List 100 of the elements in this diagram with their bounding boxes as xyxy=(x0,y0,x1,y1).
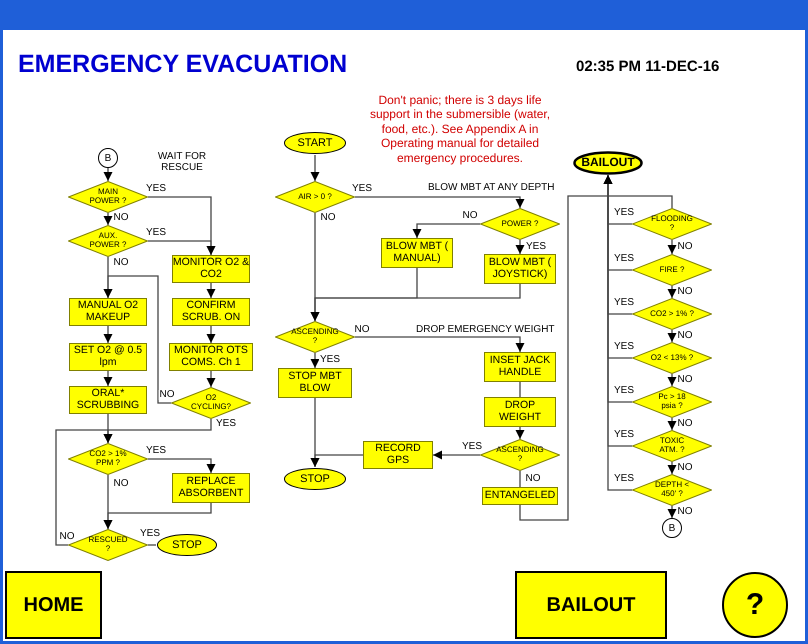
decision-diamond: CO2 > 1% ? xyxy=(632,298,712,330)
edge-label: YES xyxy=(613,342,635,352)
arrow xyxy=(412,223,480,238)
edge-label: NO xyxy=(112,213,130,223)
decision-diamond: AUX. POWER ? xyxy=(68,225,148,257)
arrow xyxy=(103,168,113,181)
process-box: INSET JACK HANDLE xyxy=(484,352,556,382)
help-button: ? xyxy=(722,572,788,638)
arrow xyxy=(667,286,677,298)
date-time: 02:35 PM 11-DEC-16 xyxy=(576,58,720,75)
arrow xyxy=(355,336,525,352)
decision-diamond: ASCENDING ? xyxy=(275,321,355,353)
process-box: MONITOR O2 & CO2 xyxy=(172,255,250,283)
edge-label: YES xyxy=(613,298,635,308)
process-box: ENTANGELED xyxy=(482,487,558,505)
edge-label: NO xyxy=(676,375,694,385)
arrow xyxy=(667,418,677,430)
edge-label: YES xyxy=(351,184,373,194)
arrow xyxy=(667,374,677,386)
decision-diamond: CO2 > 1% PPM ? xyxy=(68,443,148,475)
decision-diamond: Pc > 18 psia ? xyxy=(632,386,712,418)
process-box: CONFIRM SCRUB. ON xyxy=(172,298,250,326)
decision-diamond: POWER ? xyxy=(480,208,560,240)
arrow xyxy=(667,506,677,518)
edge-label: NO xyxy=(462,211,478,221)
arrow xyxy=(103,213,113,225)
edge-label: NO xyxy=(354,325,370,335)
edge-label: YES xyxy=(613,208,635,218)
terminal-oval: STOP xyxy=(283,467,347,491)
edge-label: NO xyxy=(676,507,694,517)
process-box: REPLACE ABSORBENT xyxy=(172,473,250,503)
arrow xyxy=(667,330,677,342)
arrow xyxy=(103,326,113,343)
process-box: RECORD GPS xyxy=(363,441,433,469)
edge-label: YES xyxy=(145,446,167,456)
arrow xyxy=(103,503,212,529)
arrow xyxy=(310,155,320,181)
arrow xyxy=(667,462,677,474)
edge-label: NO xyxy=(676,463,694,473)
edge-label: NO xyxy=(676,419,694,429)
edge-label: YES xyxy=(215,419,237,429)
process-box: MANUAL O2 MAKEUP xyxy=(69,298,147,326)
arrow xyxy=(148,458,216,473)
connector-line xyxy=(519,471,521,487)
arrow xyxy=(310,398,320,467)
process-box: ORAL* SCRUBBING xyxy=(69,386,147,414)
decision-diamond: FIRE ? xyxy=(632,254,712,286)
arrow xyxy=(148,240,216,255)
decision-diamond: ASCENDING ? xyxy=(480,439,560,471)
page-title: EMERGENCY EVACUATION xyxy=(18,50,348,79)
process-box: BLOW MBT ( MANUAL) xyxy=(381,238,453,268)
arrow xyxy=(206,326,216,343)
decision-diamond: MAIN POWER ? xyxy=(68,181,148,213)
note: Don't panic; there is 3 days life support in the submersible (water, food, etc.). See Appendix A in Operating manual for detailed emergency procedures. xyxy=(368,93,552,165)
arrow xyxy=(355,196,525,208)
edge-label: YES xyxy=(319,355,341,365)
section-heading: WAIT FOR RESCUE xyxy=(156,151,208,173)
process-box: DROP WEIGHT xyxy=(484,397,556,427)
arrow xyxy=(206,283,216,298)
edge-label: YES xyxy=(525,242,547,252)
edge-label: NO xyxy=(58,532,76,542)
edge-label: NO xyxy=(676,287,694,297)
process-box: BLOW MBT ( JOYSTICK) xyxy=(484,254,556,284)
decision-diamond: TOXIC ATM. ? xyxy=(632,430,712,462)
connector-line xyxy=(519,382,521,397)
edge-label: NO xyxy=(112,479,130,489)
decision-diamond: FLOODING ? xyxy=(632,208,712,240)
arrow xyxy=(310,353,320,368)
edge-label: NO xyxy=(158,390,176,400)
process-box: STOP MBT BLOW xyxy=(278,368,352,398)
process-box: MONITOR OTS COMS. Ch 1 xyxy=(169,343,253,371)
decision-diamond: DEPTH < 450' ? xyxy=(632,474,712,506)
edge-label: YES xyxy=(613,430,635,440)
edge-label: YES xyxy=(613,254,635,264)
arrow xyxy=(103,371,113,386)
edge-label: YES xyxy=(613,474,635,484)
connector-circle: B xyxy=(662,518,682,538)
arrow xyxy=(310,284,521,321)
arrow xyxy=(103,275,171,404)
bailout-button: BAILOUT xyxy=(515,571,667,639)
edge-label: YES xyxy=(139,529,161,539)
arrow xyxy=(667,240,677,254)
home-button: HOME xyxy=(5,571,102,639)
connector-line xyxy=(519,195,673,521)
edge-label: NO xyxy=(676,331,694,341)
edge-label: NO xyxy=(676,242,694,252)
arrow xyxy=(515,240,525,254)
edge-label: YES xyxy=(461,442,483,452)
edge-label: NO xyxy=(320,213,336,223)
arrow xyxy=(515,427,525,439)
edge-label: YES xyxy=(145,228,167,238)
arrow xyxy=(55,429,113,546)
path-note: BLOW MBT AT ANY DEPTH xyxy=(428,182,555,193)
edge-label: YES xyxy=(613,386,635,396)
terminal-oval: START xyxy=(283,131,347,155)
decision-diamond: O2 < 13% ? xyxy=(632,342,712,374)
connector-circle: B xyxy=(98,148,118,168)
arrow xyxy=(433,450,480,460)
edge-label: YES xyxy=(145,184,167,194)
edge-label: NO xyxy=(524,474,542,484)
